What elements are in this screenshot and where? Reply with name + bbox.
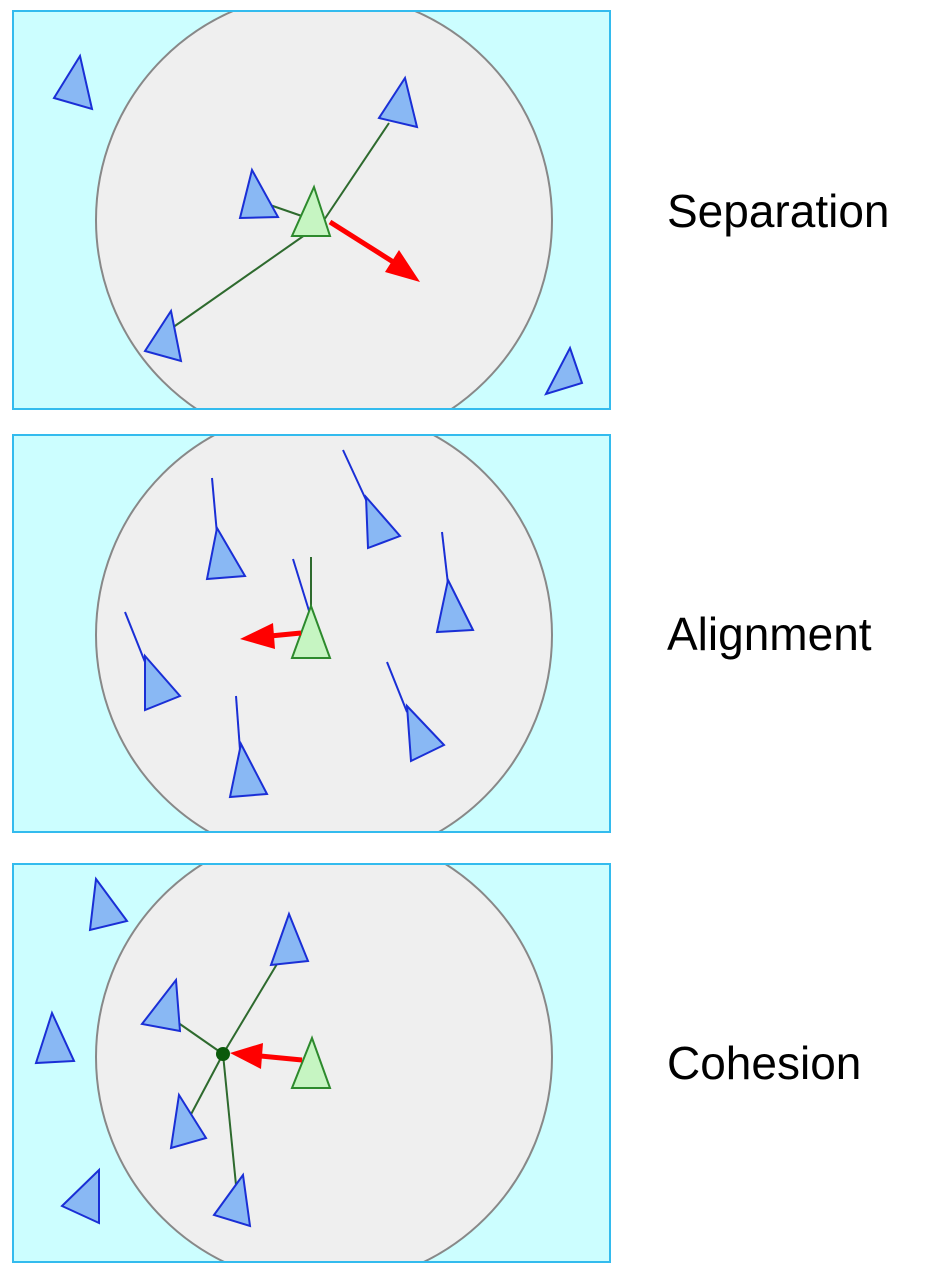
heading-line (292, 558, 311, 615)
arrowhead (240, 623, 275, 649)
heading-line (124, 611, 146, 663)
boid-icon (60, 1167, 100, 1225)
steer-arrow-icon (328, 219, 400, 268)
alignment-canvas (12, 434, 611, 833)
neighbor-link (222, 1053, 237, 1186)
heading-line (441, 531, 449, 585)
cohesion-diagram (12, 863, 611, 1263)
focus-boid-icon (290, 184, 332, 237)
heading-line (211, 477, 218, 535)
boid-icon (143, 308, 183, 363)
boid-icon (377, 75, 419, 129)
boid-icon (88, 876, 129, 932)
boid-icon (238, 167, 280, 220)
neighbor-link (321, 122, 390, 224)
separation-diagram (12, 10, 611, 410)
separation-canvas (12, 10, 611, 410)
focus-boid-icon (290, 1035, 332, 1089)
arrowhead (385, 250, 420, 282)
neighborhood-circle (95, 863, 553, 1263)
focus-boid-icon (290, 603, 332, 659)
boid-icon (212, 1172, 252, 1228)
boid-icon (52, 53, 94, 111)
cohesion-label: Cohesion (667, 1037, 862, 1089)
heading-line (235, 695, 241, 751)
boid-icon (144, 653, 182, 712)
neighborhood-circle (95, 434, 553, 833)
boid-icon (364, 494, 402, 550)
boid-icon (269, 911, 310, 967)
boid-icon (544, 345, 584, 396)
cohesion-canvas (12, 863, 611, 1263)
boid-icon (34, 1010, 76, 1065)
separation-label: Separation (667, 185, 890, 237)
neighbor-link (187, 1053, 224, 1121)
heading-line (342, 449, 368, 503)
neighbor-link (171, 222, 323, 329)
boid-icon (140, 977, 182, 1033)
center-of-mass-dot-icon (216, 1047, 230, 1061)
neighbor-link (222, 963, 278, 1055)
neighbor-link (176, 1021, 224, 1055)
boid-icon (205, 525, 247, 581)
boid-icon (228, 741, 269, 799)
alignment-label: Alignment (667, 608, 872, 660)
boid-icon (405, 703, 446, 763)
arrowhead (230, 1043, 263, 1069)
boid-icon (435, 576, 475, 634)
alignment-diagram (12, 434, 611, 833)
boid-icon (169, 1092, 208, 1150)
neighborhood-circle (95, 10, 553, 410)
heading-line (386, 661, 408, 713)
